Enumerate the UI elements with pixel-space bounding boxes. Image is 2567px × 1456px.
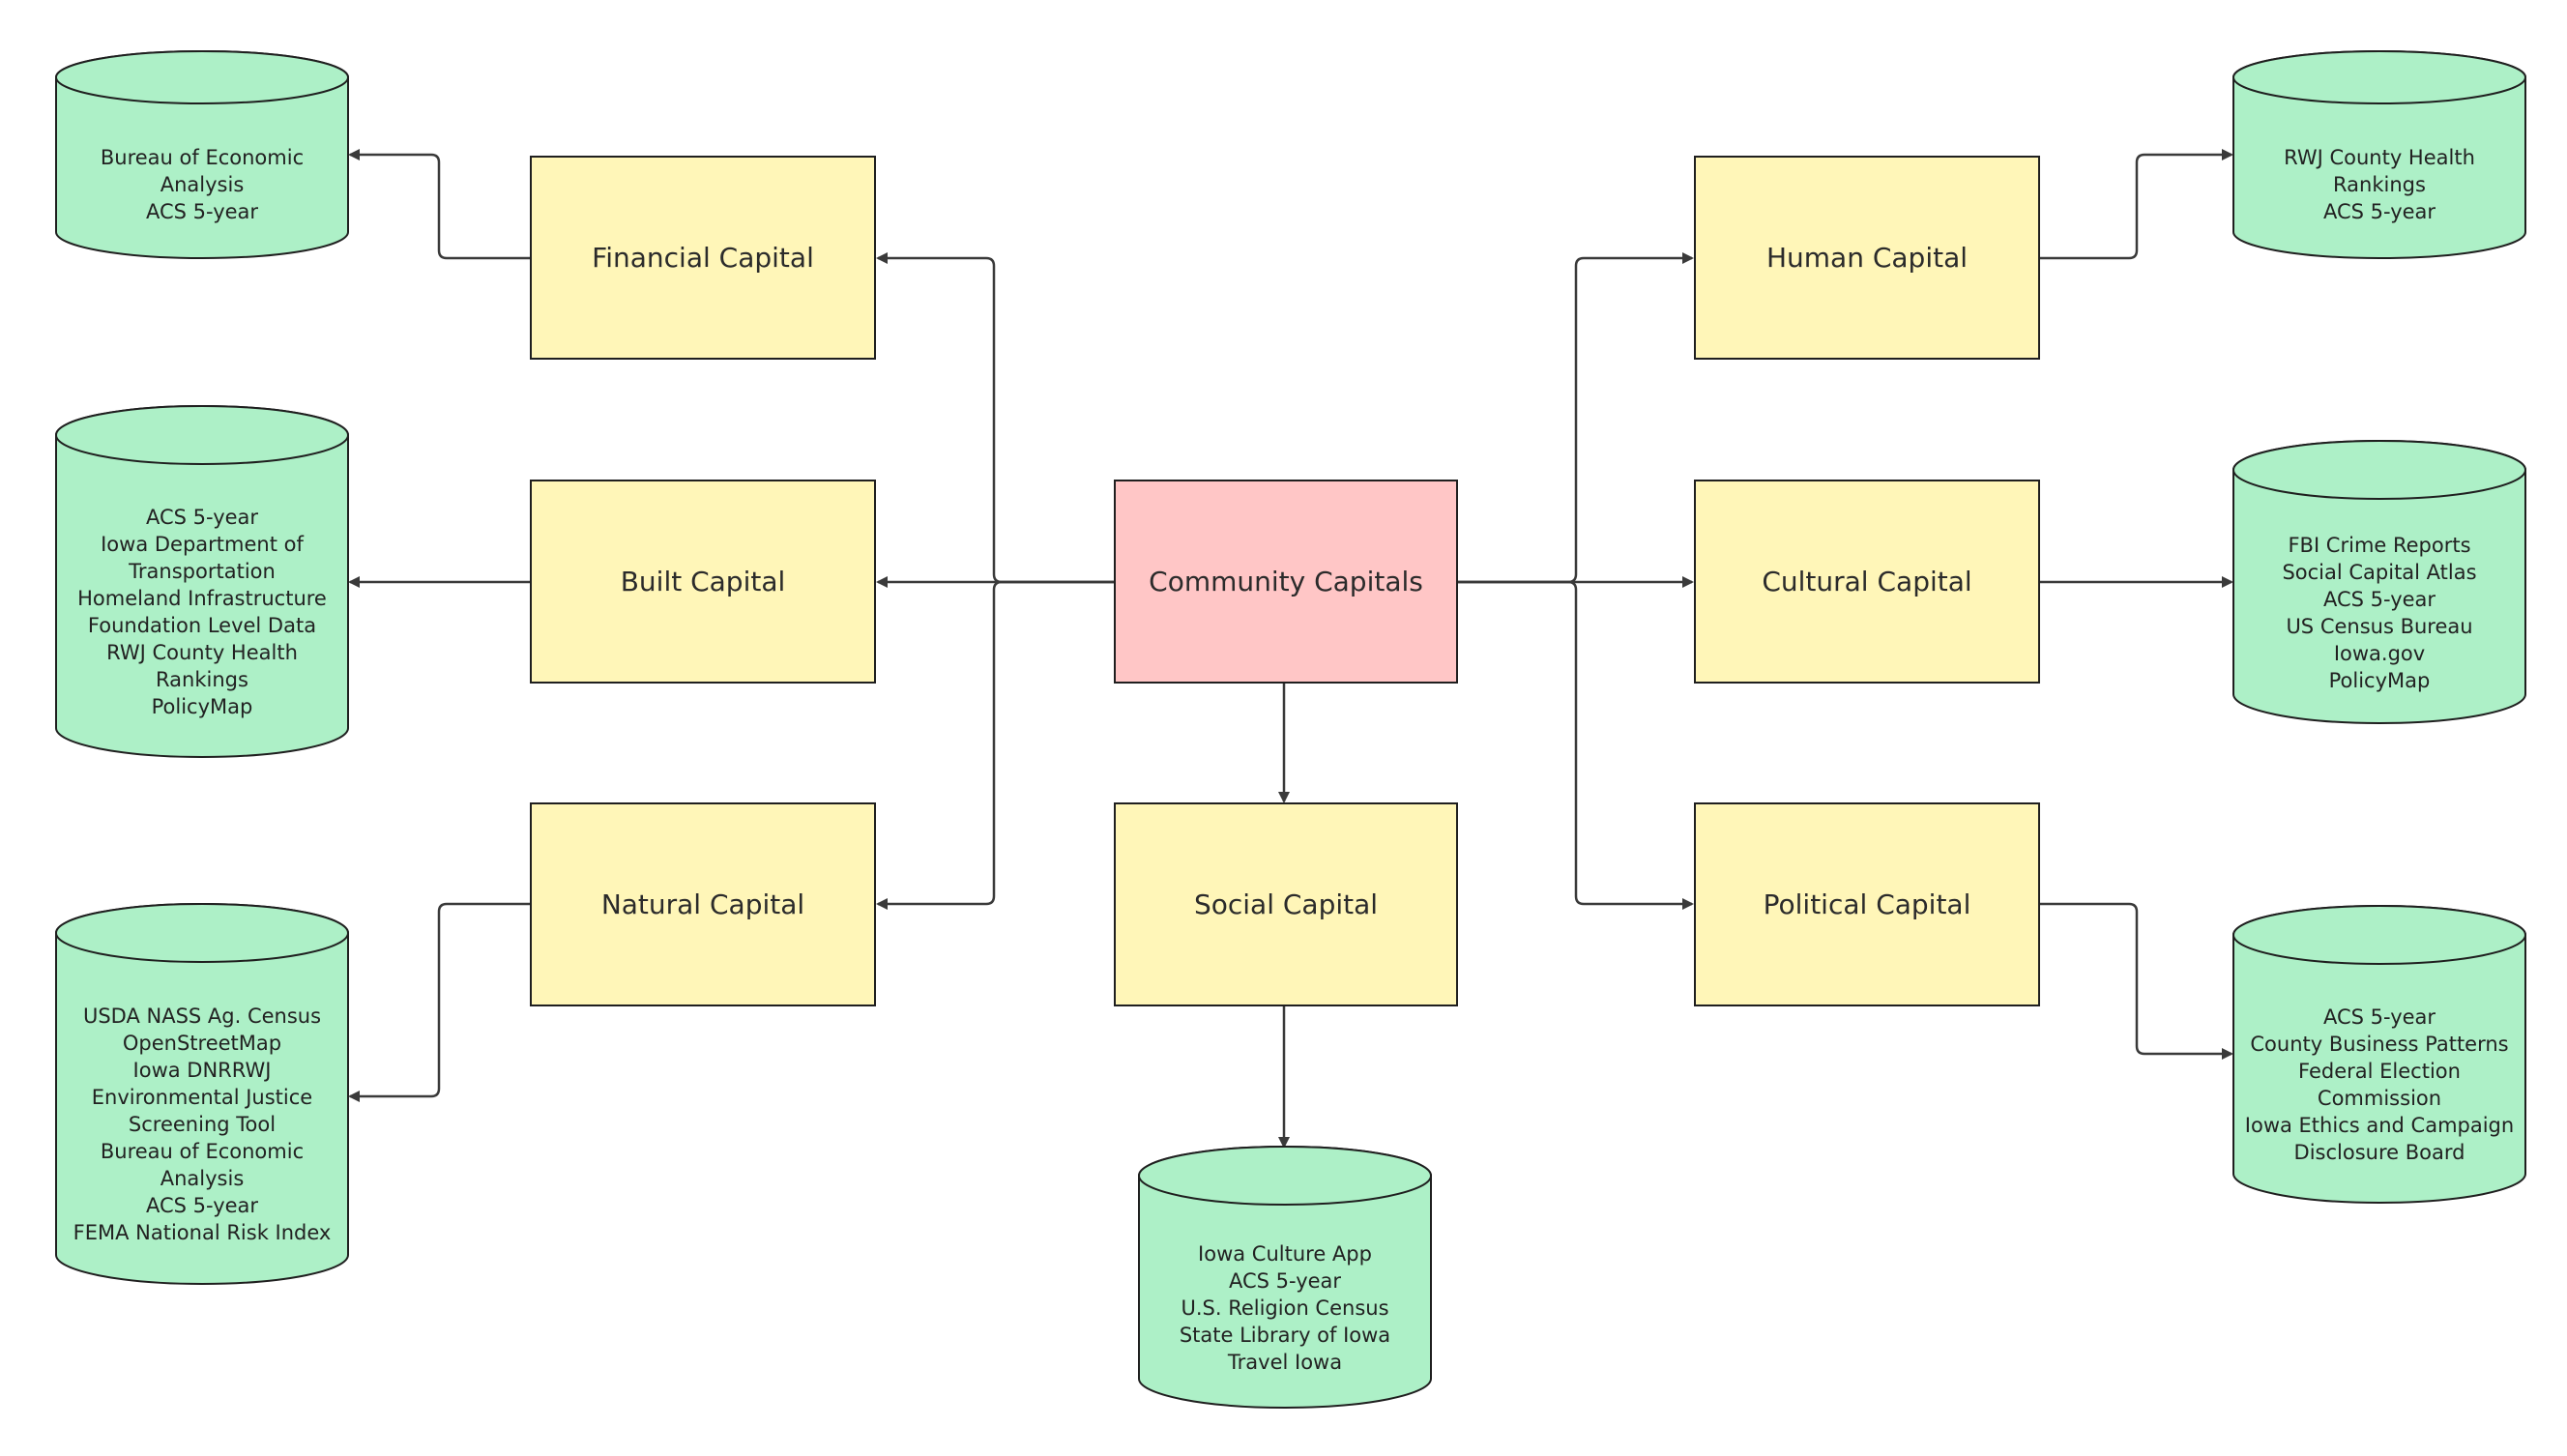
edge-center-to-financial [876,252,1114,584]
political-capital-label: Political Capital [1763,888,1971,920]
cylinder-shape [1138,1146,1432,1409]
source-line: Bureau of Economic [100,1140,305,1163]
source-line: ACS 5-year [145,200,259,223]
cylinder-top [1138,1146,1432,1206]
source-line: Commission [2317,1087,2442,1110]
political-capital-node[interactable]: Political Capital [1694,802,2040,1006]
source-line: ACS 5-year [145,1194,259,1217]
cultural-capital-node[interactable]: Cultural Capital [1694,480,2040,684]
source-line: Rankings [2333,173,2426,196]
source-line: Iowa.gov [2333,641,2426,665]
source-line: OpenStreetMap [122,1032,282,1055]
edge-financial-to-source [348,149,530,260]
cylinder-top [2232,440,2526,500]
source-line: Homeland Infrastructure [77,587,327,610]
source-line: State Library of Iowa [1179,1323,1391,1347]
source-line: Screening Tool [128,1113,277,1136]
source-line: Social Capital Atlas [2282,560,2477,584]
edge-center-to-human [1456,252,1694,584]
built-capital-label: Built Capital [620,566,786,597]
cylinder-top [2232,50,2526,104]
source-line: ACS 5-year [145,506,259,529]
human-capital-node[interactable]: Human Capital [1694,156,2040,360]
community-capitals-label: Community Capitals [1149,566,1423,597]
source-line: Analysis [160,1167,245,1190]
source-line: Iowa Department of [101,533,304,556]
cylinder-shape [2232,440,2526,724]
social-capital-node[interactable]: Social Capital [1114,802,1458,1006]
source-line: Iowa Culture App [1198,1241,1372,1266]
source-line: RWJ County Health [2284,146,2475,169]
source-line: US Census Bureau [2286,614,2473,638]
cylinder-shape [55,405,349,758]
source-line: Analysis [160,173,245,196]
natural-capital-label: Natural Capital [600,888,805,920]
source-line: Disclosure Board [2293,1141,2465,1164]
human-capital-label: Human Capital [1765,242,1969,274]
source-line: RWJ County Health [106,641,298,664]
edge-natural-to-source [348,902,530,1102]
built-capital-node[interactable]: Built Capital [530,480,876,684]
source-line: ACS 5-year [2322,587,2436,611]
community-capitals-node[interactable]: Community Capitals [1114,480,1458,684]
cultural-capital-label: Cultural Capital [1762,566,1972,597]
source-line: Environmental Justice [91,1086,313,1109]
cylinder-top [2232,905,2526,965]
source-line: Federal Election [2298,1060,2461,1083]
edge-center-to-natural [876,580,1114,910]
source-line: Iowa DNRRWJ [132,1059,272,1082]
cylinder-shape [55,903,349,1285]
edge-political-to-source [2040,902,2233,1060]
edge-center-to-political [1456,580,1694,910]
source-line: Iowa Ethics and Campaign [2244,1114,2515,1137]
cylinder-shape [2232,50,2526,259]
source-line: Rankings [156,668,248,691]
financial-capital-node[interactable]: Financial Capital [530,156,876,360]
cylinder-top [55,50,349,104]
financial-capital-label: Financial Capital [592,242,814,274]
source-line: County Business Patterns [2250,1033,2509,1056]
cylinder-top [55,903,349,963]
source-line: PolicyMap [151,695,253,718]
source-line: FBI Crime Reports [2288,533,2471,557]
cylinder-top [55,405,349,465]
natural-capital-node[interactable]: Natural Capital [530,802,876,1006]
source-line: Travel Iowa [1227,1350,1343,1374]
source-line: ACS 5-year [1228,1268,1342,1293]
source-line: Foundation Level Data [87,614,317,637]
source-line: Transportation [129,560,276,583]
social-capital-label: Social Capital [1193,888,1379,920]
cylinder-shape [55,50,349,259]
source-line: U.S. Religion Census [1181,1296,1389,1320]
source-line: Bureau of Economic [100,146,305,169]
source-line: PolicyMap [2328,668,2431,692]
source-line: ACS 5-year [2322,1005,2436,1029]
source-line: ACS 5-year [2322,200,2436,223]
cylinder-shape [2232,905,2526,1204]
source-line: USDA NASS Ag. Census [82,1005,322,1028]
edge-human-to-source [2040,149,2233,260]
source-line: FEMA National Risk Index [73,1221,332,1244]
